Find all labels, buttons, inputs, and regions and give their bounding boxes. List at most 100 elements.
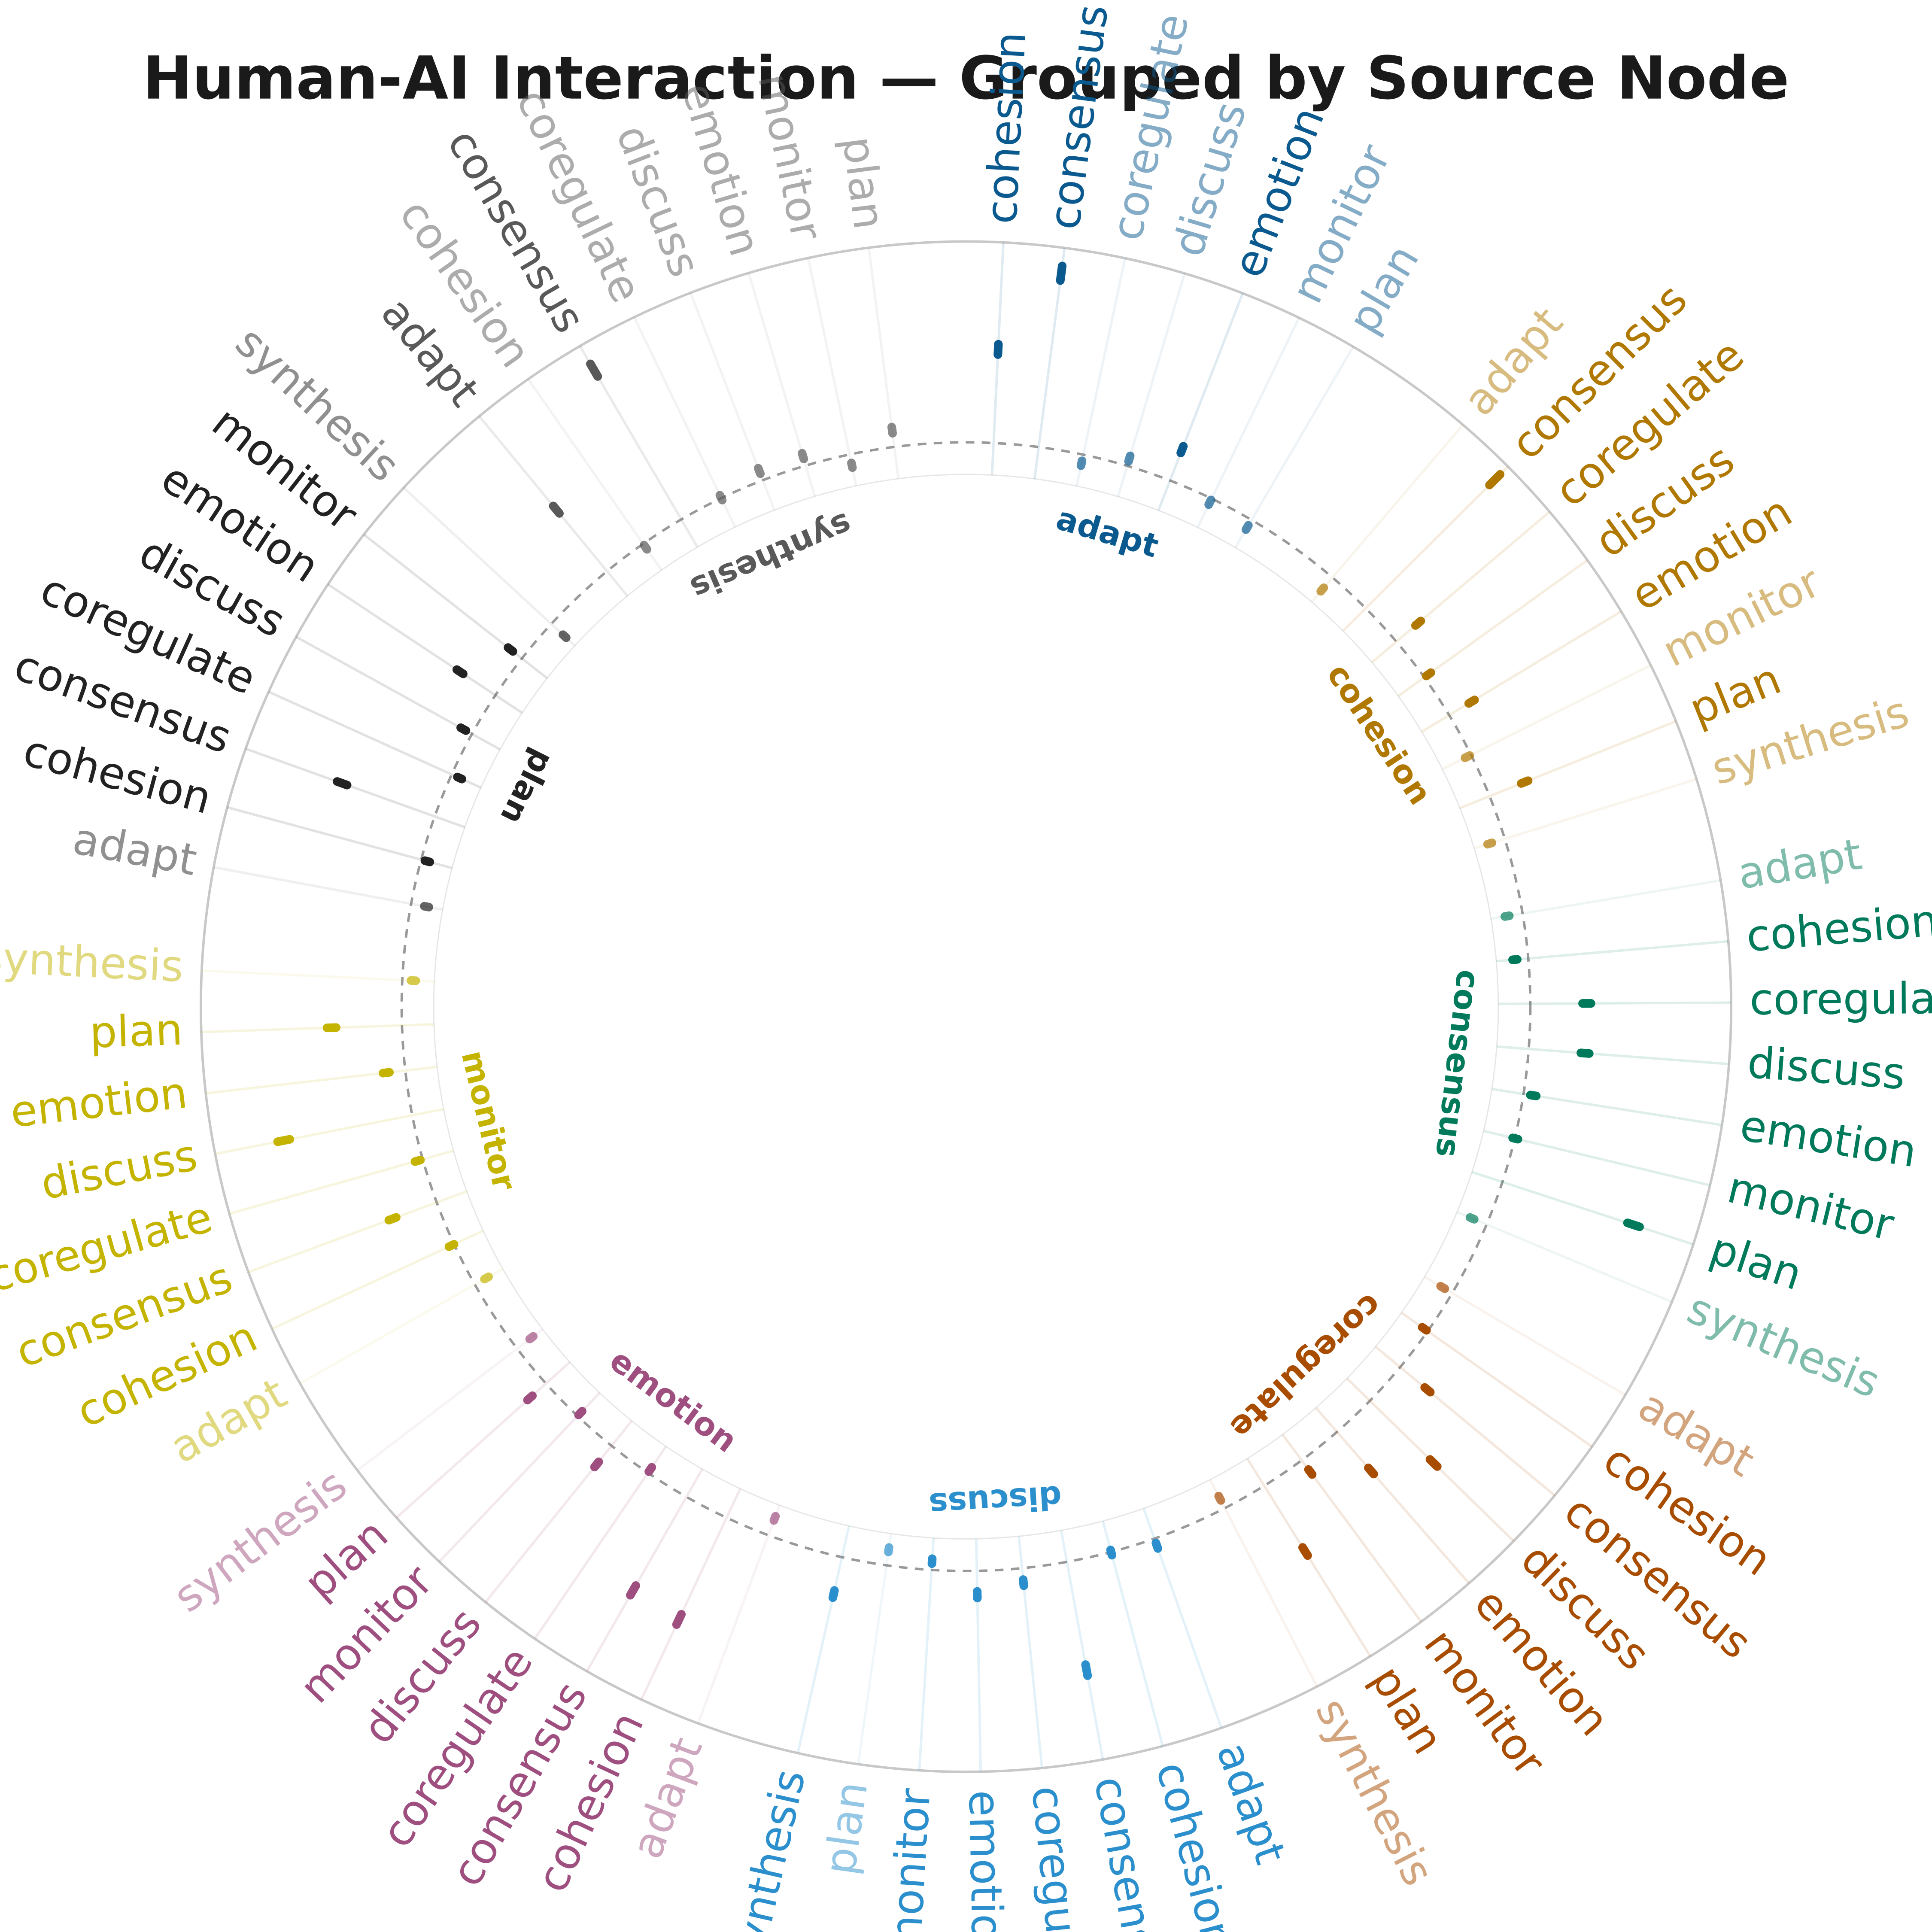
dot-plan-monitor <box>504 643 517 656</box>
spoke-cohesion-plan <box>1459 720 1677 809</box>
target-label-discuss-adapt: adapt <box>1207 1736 1296 1870</box>
spoke-discuss-emotion <box>975 1539 982 1772</box>
target-label-consensus-emotion: emotion <box>1737 1100 1920 1177</box>
dot-emotion-coregulate <box>644 1463 656 1476</box>
dot-cohesion-plan <box>1517 776 1533 788</box>
dot-monitor-emotion <box>379 1068 394 1078</box>
dot-synthesis-coregulate <box>715 491 727 504</box>
dot-consensus-monitor <box>1508 1133 1522 1144</box>
target-label-consensus-cohesion: cohesion <box>1744 895 1932 962</box>
spoke-emotion-adapt <box>697 1504 781 1724</box>
target-label-plan-adapt: adapt <box>69 814 200 886</box>
dot-discuss-cohesion <box>1106 1546 1116 1560</box>
dot-emotion-plan <box>523 1391 537 1405</box>
dot-plan-adapt <box>420 902 433 911</box>
dot-plan-consensus <box>333 777 352 790</box>
inner-ring <box>433 474 1499 1540</box>
spoke-emotion-cohesion <box>640 1488 741 1700</box>
spoke-cohesion-synthesis <box>1473 778 1697 850</box>
group-label-emotion: emotion <box>603 1341 744 1460</box>
dot-adapt-coregulate <box>1076 456 1087 470</box>
spoke-discuss-coregulate <box>1018 1536 1043 1768</box>
dot-cohesion-consensus <box>1485 470 1505 489</box>
target-label-monitor-discuss: discuss <box>37 1130 201 1210</box>
dot-monitor-cohesion <box>444 1240 459 1251</box>
dot-emotion-cohesion <box>672 1610 686 1629</box>
spoke-consensus-discuss <box>1497 1045 1729 1066</box>
spoke-discuss-synthesis <box>796 1525 851 1753</box>
dot-cohesion-coregulate <box>1411 617 1425 630</box>
target-label-discuss-synthesis: synthesis <box>722 1765 815 1932</box>
dot-emotion-consensus <box>626 1581 640 1600</box>
dot-emotion-discuss <box>590 1457 603 1471</box>
spoke-monitor-emotion <box>205 1066 437 1095</box>
dot-adapt-plan <box>1241 521 1253 534</box>
spoke-coregulate-emotion <box>1315 1407 1470 1584</box>
group-label-adapt: adapt <box>1052 499 1163 565</box>
dot-cohesion-adapt <box>1316 583 1328 596</box>
spoke-monitor-plan <box>201 1023 434 1033</box>
dot-coregulate-monitor <box>1304 1465 1317 1479</box>
spoke-cohesion-emotion <box>1421 610 1622 733</box>
spoke-synthesis-plan <box>867 247 900 479</box>
dot-cohesion-monitor <box>1461 751 1474 762</box>
dot-plan-synthesis <box>559 630 571 642</box>
dot-plan-emotion <box>452 665 468 678</box>
spoke-plan-coregulate <box>268 690 482 789</box>
spoke-plan-synthesis <box>403 486 576 647</box>
spoke-discuss-plan <box>857 1533 893 1765</box>
spoke-emotion-consensus <box>586 1468 704 1672</box>
dot-coregulate-cohesion <box>1418 1323 1431 1335</box>
target-label-consensus-plan: plan <box>1704 1223 1808 1300</box>
target-label-discuss-monitor: monitor <box>880 1787 940 1932</box>
target-label-consensus-discuss: discuss <box>1746 1037 1907 1099</box>
dot-coregulate-synthesis <box>1214 1492 1225 1505</box>
dot-monitor-discuss <box>273 1135 294 1146</box>
target-label-monitor-plan: plan <box>89 1005 184 1058</box>
target-label-consensus-coregulate: coregulate <box>1750 973 1932 1025</box>
spoke-monitor-synthesis <box>201 969 434 983</box>
dot-synthesis-emotion <box>798 449 808 464</box>
spoke-adapt-consensus <box>1033 247 1066 479</box>
spoke-coregulate-consensus <box>1375 1346 1556 1497</box>
dot-synthesis-monitor <box>847 459 857 472</box>
spoke-emotion-discuss <box>484 1420 633 1603</box>
dot-coregulate-emotion <box>1364 1463 1378 1479</box>
spoke-synthesis-cohesion <box>527 378 663 571</box>
dot-discuss-synthesis <box>828 1586 839 1602</box>
spoke-consensus-coregulate <box>1498 1001 1732 1005</box>
spoke-monitor-consensus <box>248 1190 468 1273</box>
group-label-synthesis: synthesis <box>685 505 857 608</box>
spoke-discuss-consensus <box>1060 1530 1104 1760</box>
dot-consensus-plan <box>1623 1218 1644 1231</box>
target-label-monitor-synthesis: synthesis <box>0 932 185 992</box>
spoke-consensus-synthesis <box>1456 1211 1673 1303</box>
dot-discuss-adapt <box>1151 1538 1162 1553</box>
dot-discuss-coregulate <box>1019 1575 1028 1590</box>
target-label-adapt-consensus: consensus <box>1039 2 1118 232</box>
spoke-coregulate-synthesis <box>1209 1479 1318 1687</box>
spoke-plan-cohesion <box>227 806 453 869</box>
spoke-emotion-synthesis <box>356 1328 544 1471</box>
spoke-adapt-plan <box>1234 346 1355 548</box>
dot-monitor-coregulate <box>410 1155 425 1166</box>
dot-monitor-plan <box>322 1023 341 1033</box>
reference-dashed-ring <box>400 441 1532 1572</box>
dot-monitor-consensus <box>384 1213 401 1225</box>
dot-adapt-monitor <box>1204 495 1215 509</box>
dot-coregulate-plan <box>1298 1543 1312 1560</box>
group-label-discuss: discuss <box>928 1478 1063 1523</box>
dot-monitor-adapt <box>480 1272 493 1284</box>
dot-plan-cohesion <box>420 856 434 866</box>
dot-discuss-plan <box>884 1543 893 1557</box>
target-label-monitor-emotion: emotion <box>8 1067 190 1137</box>
target-label-discuss-coregulate: coregulate <box>1022 1783 1095 1932</box>
spoke-discuss-monitor <box>918 1538 935 1771</box>
spoke-emotion-plan <box>395 1361 571 1519</box>
dot-discuss-monitor <box>927 1554 937 1568</box>
spoke-emotion-coregulate <box>534 1446 667 1640</box>
group-label-consensus: consensus <box>1428 968 1487 1159</box>
spoke-plan-monitor <box>363 533 548 679</box>
spoke-plan-consensus <box>245 747 465 829</box>
